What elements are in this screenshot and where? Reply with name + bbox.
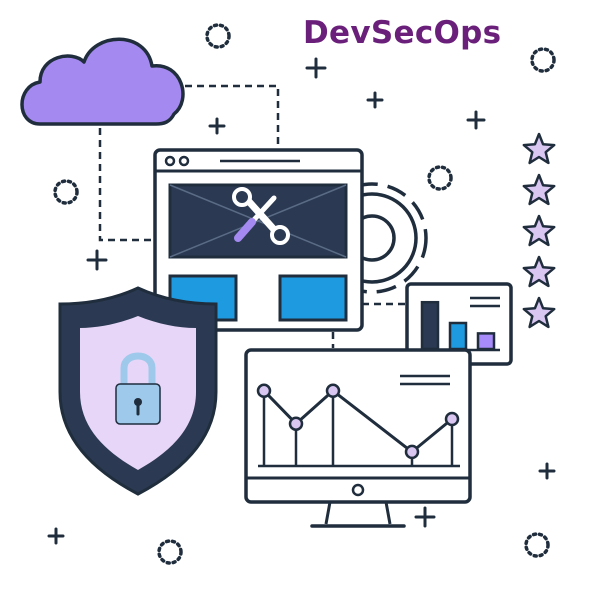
monitor-line-chart-icon <box>244 348 472 528</box>
plus-sign-icons <box>47 57 556 545</box>
page-title: DevSecOps <box>303 15 502 51</box>
data-point <box>288 416 304 431</box>
data-point <box>325 383 341 399</box>
padlock-icon <box>115 352 161 425</box>
star-icon <box>522 296 556 329</box>
data-point <box>404 444 420 460</box>
star-icon <box>522 132 556 165</box>
star-icon <box>522 255 556 288</box>
wrench-screwdriver-icon <box>232 187 290 245</box>
star-icon <box>522 214 556 247</box>
cloud-icon <box>20 37 185 126</box>
browser-window-icon <box>153 148 364 332</box>
bar <box>448 321 468 351</box>
rating-stars <box>522 132 556 329</box>
bar <box>476 332 496 351</box>
dotted-circle-icons <box>53 23 556 565</box>
data-point <box>444 411 460 427</box>
data-point <box>256 383 272 399</box>
star-icon <box>522 173 556 206</box>
bar <box>420 300 440 351</box>
